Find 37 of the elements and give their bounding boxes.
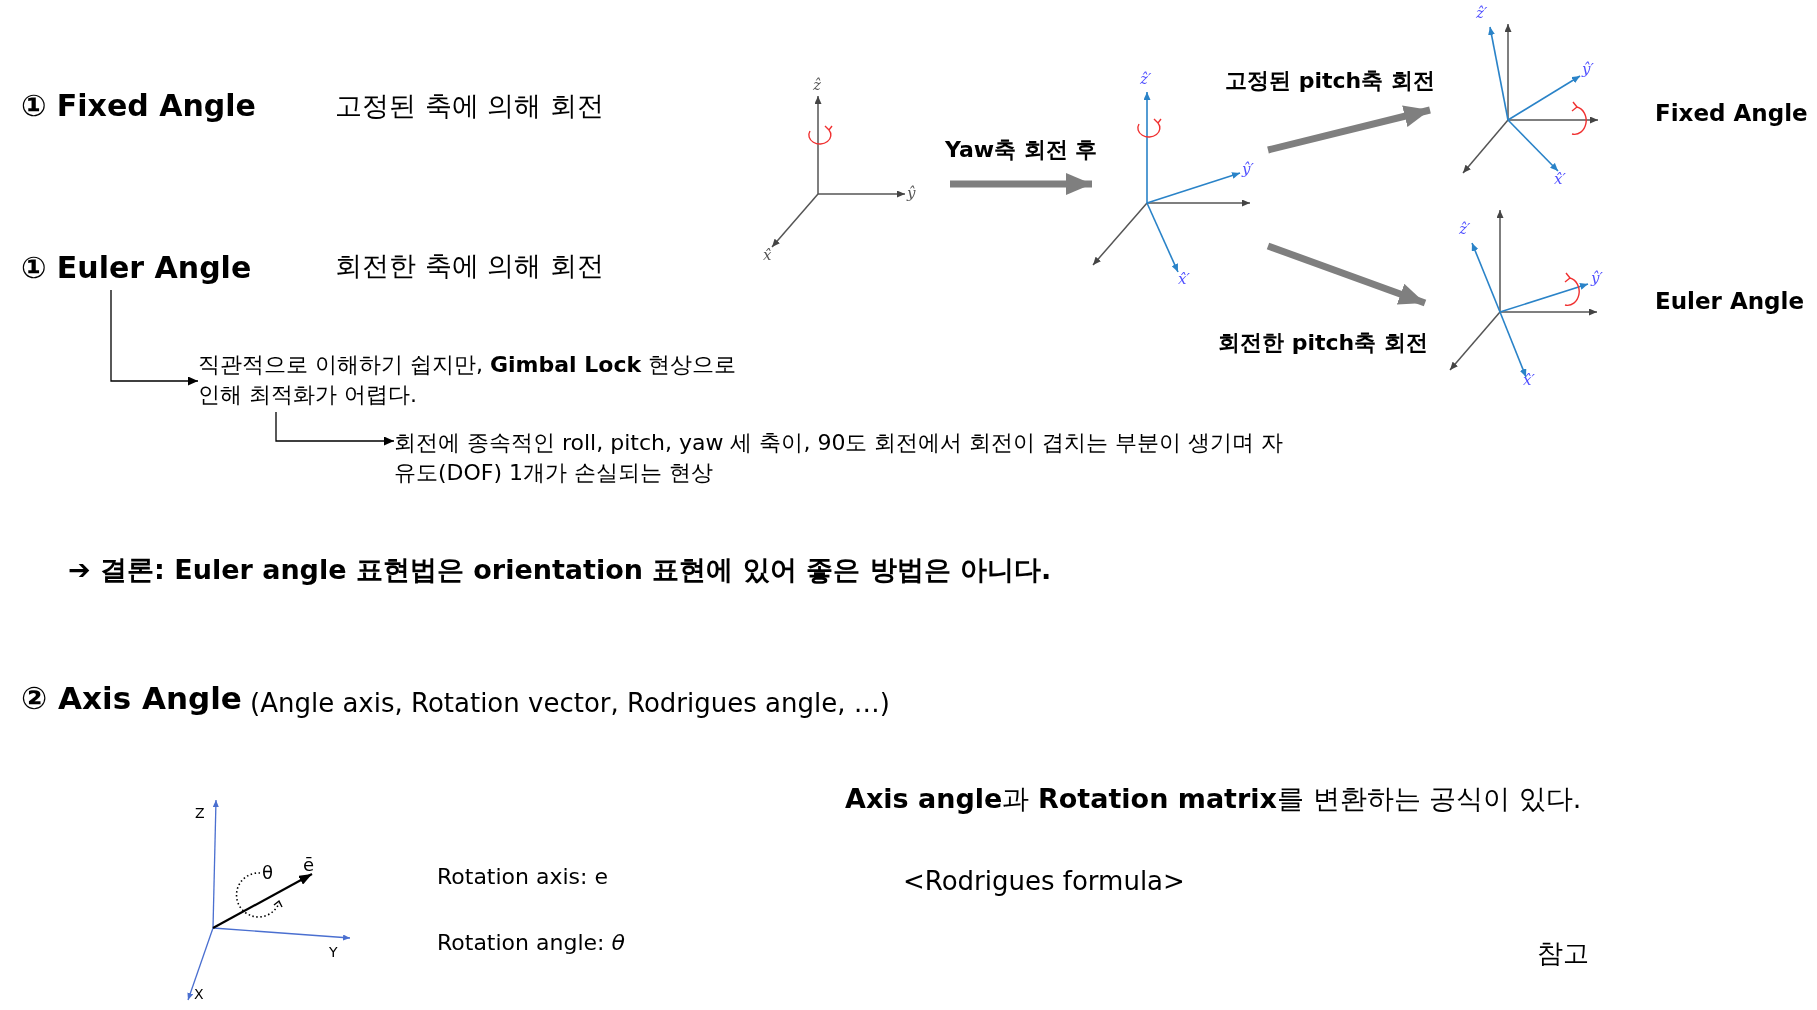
arrow [1267, 105, 1431, 154]
axis-label: ẑ′ [1140, 70, 1152, 88]
subtitle-text: (Angle axis, Rotation vector, Rodrigues angle, …) [250, 688, 890, 718]
axis-label: ŷ′ [1242, 160, 1254, 178]
formula-name: <Rodrigues formula> [903, 866, 1185, 896]
axis-label: x̂ [763, 246, 772, 264]
conclusion-text: ➔ 결론: Euler angle 표현법은 orientation 표현에 있어 좋은 방법은 아니다. [68, 553, 1052, 587]
section-heading: ② Axis Angle [21, 680, 242, 716]
formula-note: Axis angle과 Rotation matrix를 변환하는 공식이 있다. [845, 782, 1582, 816]
angle-description: Rotation angle: θ [437, 930, 625, 955]
axis-label: Z [195, 805, 205, 821]
axis-label: Y [329, 944, 338, 960]
note-text: 직관적으로 이해하기 쉽지만, Gimbal Lock 현상으로 인해 최적화가 어렵다. [198, 351, 738, 409]
arrow [1266, 242, 1427, 307]
leader-arrow [275, 411, 395, 446]
axis-label: ŷ′ [1591, 269, 1603, 287]
angle-label: θ [262, 862, 273, 883]
section-heading: ① Euler Angle [21, 249, 253, 287]
axis-label: ŷ′ [1582, 60, 1594, 78]
axis-label: X [194, 986, 204, 1002]
vector-label: ē [303, 854, 315, 875]
section-heading: ① Fixed Angle [21, 88, 256, 123]
axis-description: Rotation axis: e [437, 864, 608, 889]
reference-note: 참고 [1537, 937, 1589, 970]
axis-label: x̂′ [1178, 270, 1190, 288]
axis-label: ẑ [813, 76, 821, 94]
caption-text: Euler Angle [1655, 288, 1805, 314]
description-text: 고정된 축에 의해 회전 [335, 89, 604, 123]
axis-label: x̂′ [1523, 371, 1535, 389]
note-text: 회전에 종속적인 roll, pitch, yaw 세 축이, 90도 회전에서 회전이 겹치는 부분이 생기며 자유도(DOF) 1개가 손실되는 현상 [394, 429, 1285, 487]
axis-label: x̂′ [1554, 170, 1566, 188]
description-text: 회전한 축에 의해 회전 [335, 249, 604, 283]
axis-label: ŷ [907, 184, 916, 202]
leader-arrow [110, 289, 199, 386]
caption-text: Fixed Angle [1655, 100, 1808, 126]
axis-label: ẑ′ [1476, 4, 1488, 22]
axis-label: ẑ′ [1459, 220, 1471, 238]
